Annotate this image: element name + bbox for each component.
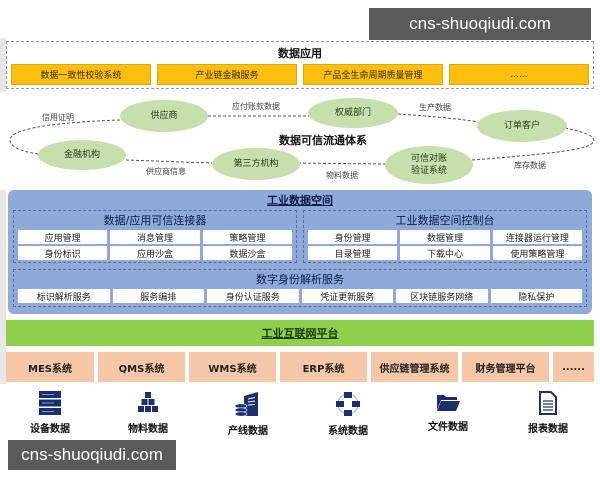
- node-reconciliation-line1: 可信对账: [410, 154, 447, 164]
- connector-app-sandbox[interactable]: 应用沙盒: [110, 246, 200, 260]
- building-database-icon: [234, 392, 258, 417]
- source-equipment-label: 设备数据: [30, 424, 70, 435]
- system-wms[interactable]: WMS系统: [189, 352, 276, 382]
- source-equipment-data[interactable]: 设备数据: [0, 390, 100, 435]
- digital-identity-panel: 数字身份解析服务 标识解析服务 服务编排 身份认证服务 凭证更新服务 区块链服务…: [13, 269, 587, 307]
- app-item-more[interactable]: ......: [449, 64, 589, 85]
- node-finance-institution[interactable]: 金融机构: [38, 140, 126, 170]
- data-space-console-grid: 身份管理 数据管理 连接器运行管理 目录管理 下载中心 使用策略管理: [308, 230, 582, 260]
- server-rack-icon: [39, 391, 61, 415]
- trust-flow-title: 数据可信流通体系: [279, 134, 367, 147]
- source-system-label: 系统数据: [328, 426, 368, 437]
- connector-policy-management[interactable]: 策略管理: [202, 230, 292, 244]
- connector-app-management[interactable]: 应用管理: [18, 230, 108, 244]
- edge-label-material: 物料数据: [326, 171, 358, 180]
- watermark-top: cns-shuoqiudi.com: [369, 8, 591, 40]
- edge-label-payables: 应付账款数据: [232, 102, 280, 111]
- document-icon: [539, 391, 557, 415]
- industrial-data-space: 工业数据空间 数据/应用可信连接器 应用管理 消息管理 策略管理 身份标识 应用…: [8, 190, 592, 314]
- system-supply-chain[interactable]: 供应链管理系统: [371, 352, 458, 382]
- console-download-center[interactable]: 下载中心: [400, 246, 490, 260]
- system-mes[interactable]: MES系统: [6, 352, 94, 382]
- edge-label-supplier-info: 供应商信息: [146, 167, 186, 176]
- node-reconciliation-line2: 验证系统: [410, 166, 447, 176]
- node-third-party[interactable]: 第三方机构: [212, 148, 300, 180]
- service-orchestration[interactable]: 服务编排: [112, 289, 204, 303]
- data-application-section: 数据应用 数据一致性校验系统 产业链金融服务 产品全生命周期质量管理 .....…: [6, 41, 594, 89]
- app-item-consistency-check[interactable]: 数据一致性校验系统: [11, 64, 151, 85]
- trusted-connector-grid: 应用管理 消息管理 策略管理 身份标识 应用沙盒 数据沙盒: [18, 230, 292, 260]
- digital-identity-title: 数字身份解析服务: [256, 273, 344, 286]
- connector-message-management[interactable]: 消息管理: [110, 230, 200, 244]
- data-space-console-title: 工业数据空间控制台: [395, 214, 495, 227]
- connector-identity[interactable]: 身份标识: [18, 246, 108, 260]
- credential-update-service[interactable]: 凭证更新服务: [301, 289, 393, 303]
- node-reconciliation-system[interactable]: 可信对账 验证系统: [385, 146, 473, 184]
- industrial-internet-platform[interactable]: 工业互联网平台: [6, 320, 594, 346]
- source-material-data[interactable]: 物料数据: [98, 390, 198, 435]
- network-icon: [336, 392, 360, 416]
- flow-ring-connector: [9, 113, 595, 165]
- console-identity-management[interactable]: 身份管理: [308, 230, 398, 244]
- connector-data-sandbox[interactable]: 数据沙盒: [202, 246, 292, 260]
- source-material-label: 物料数据: [128, 424, 168, 435]
- edge-label-credit-proof: 信用证明: [42, 113, 74, 122]
- privacy-protection[interactable]: 隐私保护: [490, 289, 582, 303]
- system-more[interactable]: ......: [553, 352, 594, 382]
- digital-identity-grid: 标识解析服务 服务编排 身份认证服务 凭证更新服务 区块链服务网络 隐私保护: [18, 289, 582, 303]
- data-application-title: 数据应用: [278, 47, 322, 60]
- system-erp[interactable]: ERP系统: [280, 352, 367, 382]
- left-edge-strip: [0, 38, 6, 92]
- console-catalog-management[interactable]: 目录管理: [308, 246, 398, 260]
- business-systems-row: MES系统 QMS系统 WMS系统 ERP系统 供应链管理系统 财务管理平台 .…: [6, 352, 594, 382]
- edge-label-inventory: 库存数据: [514, 161, 546, 170]
- node-authority[interactable]: 权威部门: [308, 98, 398, 128]
- left-edge-strip: [0, 190, 6, 384]
- watermark-bottom: cns-shuoqiudi.com: [8, 440, 176, 470]
- trusted-connector-panel: 数据/应用可信连接器 应用管理 消息管理 策略管理 身份标识 应用沙盒 数据沙盒: [13, 210, 297, 263]
- identity-resolution-service[interactable]: 标识解析服务: [18, 289, 110, 303]
- stacked-boxes-icon: [138, 392, 158, 412]
- data-sources-row: 设备数据 物料数据 产线数据 系统数据: [0, 390, 600, 450]
- trusted-connector-title: 数据/应用可信连接器: [103, 214, 207, 227]
- node-supplier[interactable]: 供应商: [120, 100, 208, 132]
- source-production-line-label: 产线数据: [228, 426, 268, 437]
- source-system-data[interactable]: 系统数据: [298, 390, 398, 437]
- node-order-customer[interactable]: 订单客户: [477, 110, 567, 142]
- system-finance-platform[interactable]: 财务管理平台: [462, 352, 549, 382]
- source-report-label: 报表数据: [528, 424, 568, 435]
- app-item-lifecycle-quality[interactable]: 产品全生命周期质量管理: [303, 64, 443, 85]
- app-item-supply-chain-finance[interactable]: 产业链金融服务: [157, 64, 297, 85]
- source-report-data[interactable]: 报表数据: [498, 390, 598, 435]
- system-qms[interactable]: QMS系统: [98, 352, 185, 382]
- source-file-data[interactable]: 文件数据: [398, 390, 498, 433]
- console-connector-operations[interactable]: 连接器运行管理: [492, 230, 582, 244]
- data-space-console-panel: 工业数据空间控制台 身份管理 数据管理 连接器运行管理 目录管理 下载中心 使用…: [303, 210, 587, 263]
- source-production-line-data[interactable]: 产线数据: [198, 390, 298, 437]
- industrial-data-space-title: 工业数据空间: [267, 194, 333, 207]
- blockchain-service-network[interactable]: 区块链服务网络: [396, 289, 488, 303]
- console-data-management[interactable]: 数据管理: [400, 230, 490, 244]
- identity-auth-service[interactable]: 身份认证服务: [207, 289, 299, 303]
- console-usage-policy[interactable]: 使用策略管理: [492, 246, 582, 260]
- trust-flow-diagram: 供应商 权威部门 订单客户 金融机构 第三方机构 可信对账 验证系统 信用证明 …: [0, 90, 600, 190]
- edge-label-production: 生产数据: [419, 103, 451, 112]
- data-application-items: 数据一致性校验系统 产业链金融服务 产品全生命周期质量管理 ......: [11, 64, 589, 85]
- folder-icon: [437, 395, 460, 411]
- source-file-label: 文件数据: [428, 422, 468, 433]
